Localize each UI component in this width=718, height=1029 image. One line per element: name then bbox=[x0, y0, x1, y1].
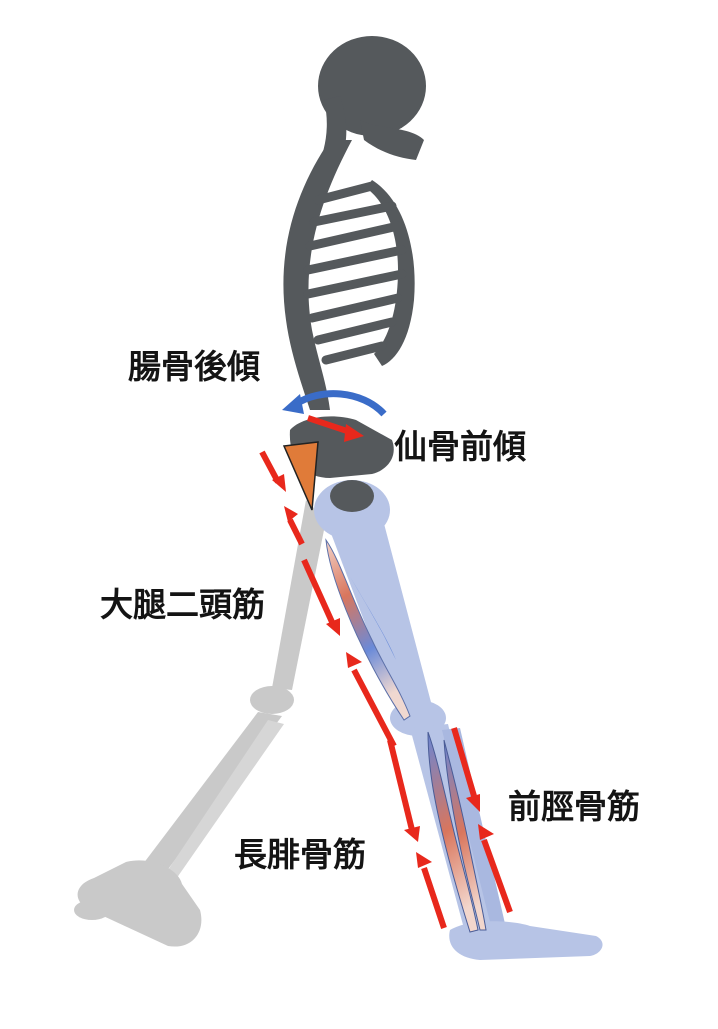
rib-cage-outline bbox=[366, 180, 415, 366]
label-peroneus-longus: 長腓骨筋 bbox=[234, 835, 366, 874]
hip-joint bbox=[330, 480, 374, 512]
lower-leg-muscle bbox=[427, 731, 479, 933]
sacrum-tilt-arrow bbox=[307, 415, 364, 442]
ribs bbox=[303, 181, 407, 365]
ilium-tilt-arrow bbox=[282, 390, 387, 417]
label-biceps-femoris: 大腿二頭筋 bbox=[100, 585, 265, 624]
ilium-marker bbox=[282, 441, 319, 511]
spine bbox=[283, 140, 352, 410]
back-leg bbox=[74, 500, 326, 947]
label-tibialis-anterior: 前脛骨筋 bbox=[508, 787, 640, 826]
upper-skeleton bbox=[283, 36, 426, 512]
biceps-femoris-muscle bbox=[325, 538, 411, 721]
label-ilium-posterior-tilt: 腸骨後傾 bbox=[128, 347, 260, 386]
label-sacrum-anterior-tilt: 仙骨前傾 bbox=[394, 427, 526, 466]
lower-leg-muscle-2 bbox=[443, 739, 487, 931]
contraction-arrows bbox=[259, 450, 513, 929]
skull bbox=[318, 36, 426, 136]
